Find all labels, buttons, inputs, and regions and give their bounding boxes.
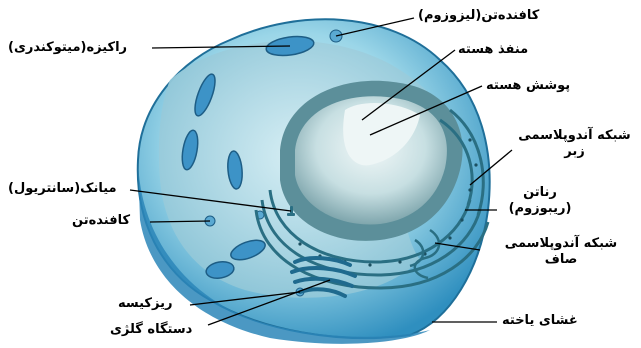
label-vesicle: ریزکیسه (118, 296, 172, 312)
label-smooth-er-line1: شبکه آندوپلاسمی (486, 236, 636, 252)
label-rough-er: شبکه آندوپلاسمی زبر (512, 128, 637, 160)
label-rough-er-line2: زبر (512, 144, 637, 160)
label-ribosome: رناتن (ریبوزوم) (500, 185, 580, 217)
label-ribosome-line2: (ریبوزوم) (500, 201, 580, 217)
label-centriole: میانک(سانتریول) (8, 181, 117, 197)
label-lysosome-top: کافنده‌تن(لیزوزوم) (418, 8, 539, 24)
label-cell-membrane: غشای یاخته (502, 313, 578, 329)
label-rough-er-line1: شبکه آندوپلاسمی (512, 128, 637, 144)
label-mitochondria: راکیزه(میتوکندری) (8, 40, 127, 56)
label-golgi: دستگاه گلژی (110, 322, 192, 338)
label-nuclear-envelope: پوشش هسته (486, 78, 570, 94)
label-ribosome-line1: رناتن (500, 185, 580, 201)
label-lysosome-left: کافنده‌تن (72, 213, 130, 229)
label-smooth-er-line2: صاف (486, 252, 636, 268)
label-nuclear-pore: منفذ هسته (458, 42, 528, 58)
label-smooth-er: شبکه آندوپلاسمی صاف (486, 236, 636, 268)
